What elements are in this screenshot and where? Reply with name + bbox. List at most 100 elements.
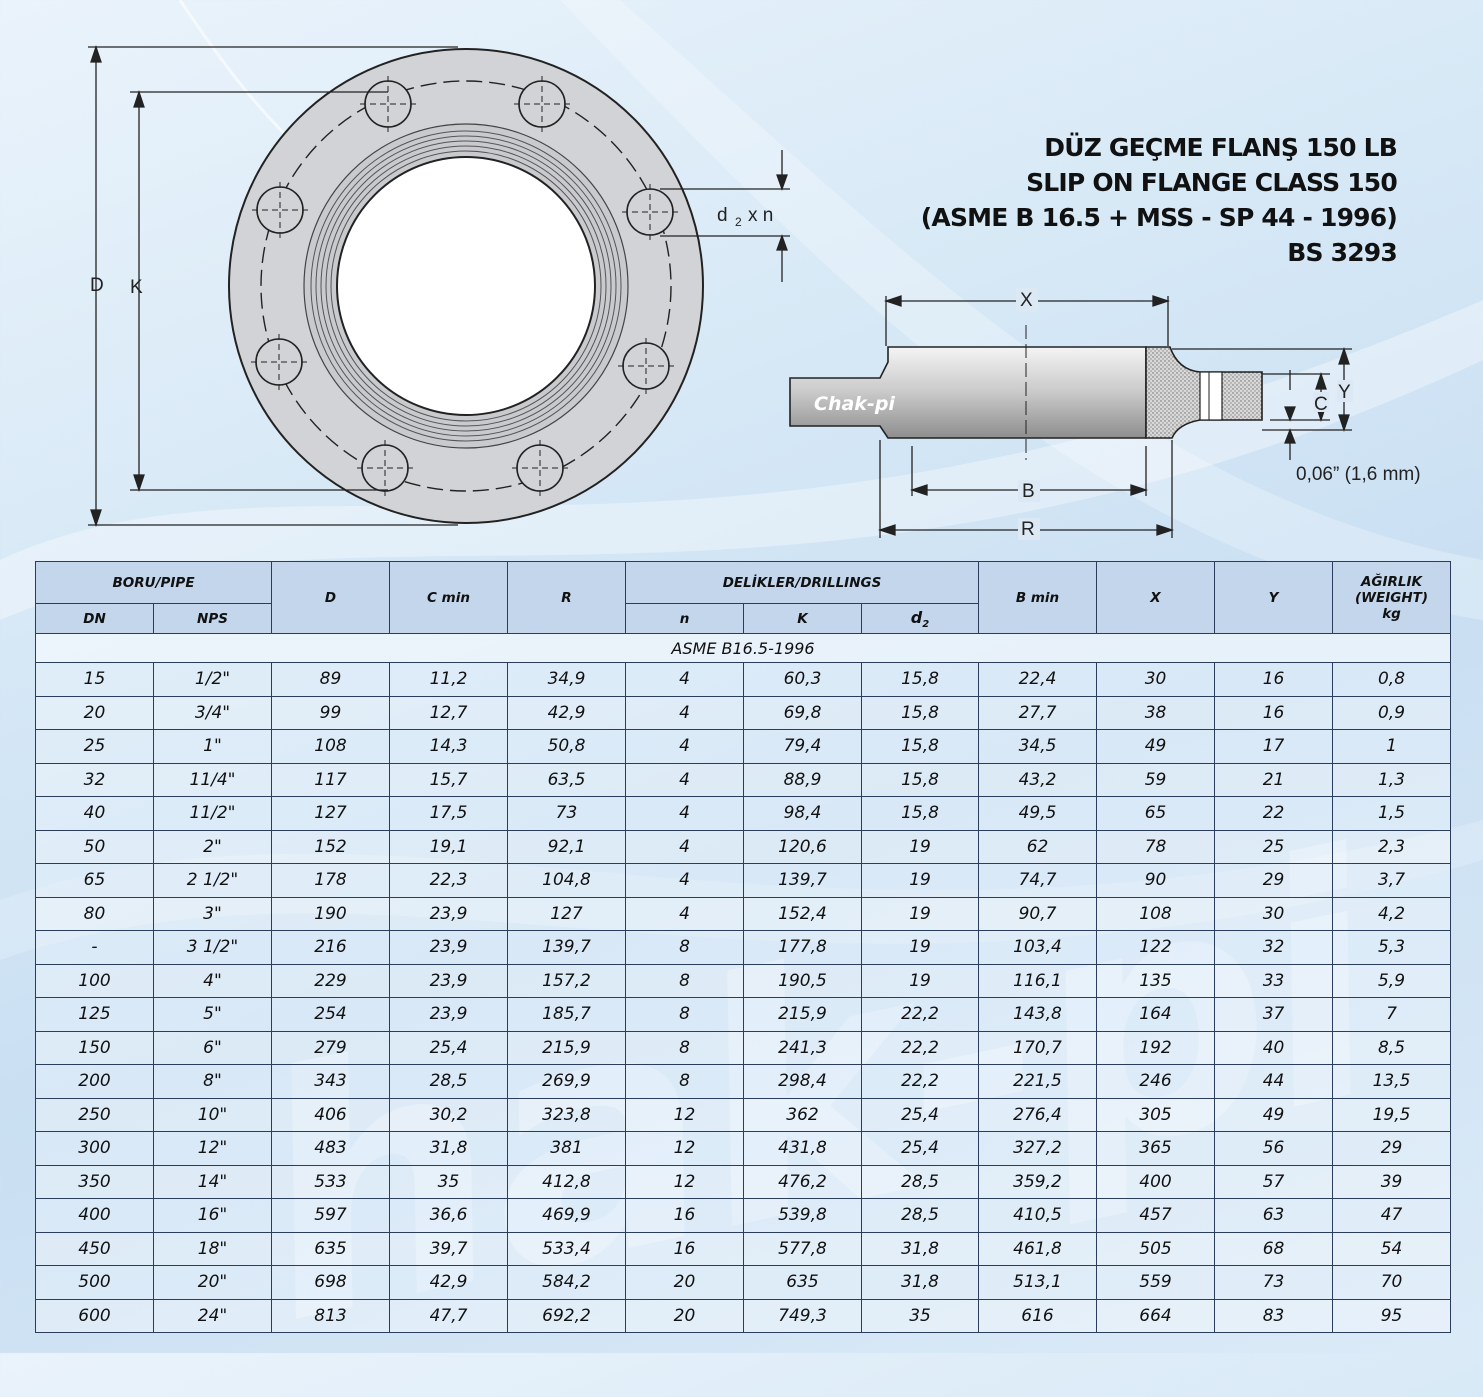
cell-D: 190 (271, 896, 390, 931)
cell-K: 215,9 (743, 997, 862, 1032)
cell-Y: 22 (1214, 796, 1334, 831)
side-view: Chak-pi (789, 288, 1421, 540)
cell-dn: 15 (35, 662, 154, 697)
cell-dn: 500 (35, 1265, 154, 1300)
cell-b-min: 221,5 (978, 1064, 1098, 1099)
cell-weight: 1 (1332, 729, 1452, 764)
cell-nps: 1" (153, 729, 272, 764)
cell-dn: 150 (35, 1030, 154, 1065)
cell-weight: 1,3 (1332, 762, 1452, 797)
header-weight-line2: (WEIGHT) (1354, 589, 1429, 606)
cell-d2: 22,2 (860, 1064, 980, 1099)
cell-c-min: 35 (389, 1164, 508, 1199)
cell-c-min: 12,7 (389, 695, 508, 730)
cell-n: 8 (625, 1030, 744, 1065)
cell-b-min: 359,2 (978, 1164, 1098, 1199)
header-K: K (743, 603, 862, 634)
cell-n: 4 (625, 829, 744, 864)
cell-K: 69,8 (743, 695, 862, 730)
cell-d2: 19 (860, 963, 980, 998)
cell-K: 152,4 (743, 896, 862, 931)
cell-n: 16 (625, 1198, 744, 1233)
section-heading: ASME B16.5-1996 (34, 633, 1452, 663)
cell-d2: 19 (860, 863, 980, 898)
cell-n: 8 (625, 1064, 744, 1099)
header-dn: DN (35, 603, 154, 634)
cell-nps: 18" (153, 1231, 272, 1266)
cell-Y: 83 (1214, 1298, 1334, 1333)
cell-nps: 24" (153, 1298, 272, 1333)
cell-b-min: 116,1 (978, 963, 1098, 998)
cell-Y: 68 (1214, 1231, 1334, 1266)
dim-label-D: D (90, 275, 104, 296)
cell-R: 412,8 (507, 1164, 626, 1199)
cell-weight: 3,7 (1332, 863, 1452, 898)
cell-weight: 95 (1332, 1298, 1452, 1333)
cell-c-min: 14,3 (389, 729, 508, 764)
cell-K: 362 (743, 1097, 862, 1132)
cell-weight: 4,2 (1332, 896, 1452, 931)
cell-b-min: 74,7 (978, 863, 1098, 898)
cell-R: 42,9 (507, 695, 626, 730)
cell-R: 269,9 (507, 1064, 626, 1099)
cell-nps: 3 1/2" (153, 930, 272, 965)
cell-Y: 37 (1214, 997, 1334, 1032)
cell-X: 122 (1096, 930, 1216, 965)
cell-nps: 8" (153, 1064, 272, 1099)
cell-D: 343 (271, 1064, 390, 1099)
cell-nps: 16" (153, 1198, 272, 1233)
cell-c-min: 17,5 (389, 796, 508, 831)
cell-D: 178 (271, 863, 390, 898)
cell-X: 505 (1096, 1231, 1216, 1266)
header-pipe: BORU/PIPE (35, 561, 272, 604)
cell-dn: 20 (35, 695, 154, 730)
cell-K: 539,8 (743, 1198, 862, 1233)
cell-d2: 19 (860, 930, 980, 965)
cell-c-min: 28,5 (389, 1064, 508, 1099)
dim-label-Y: Y (1338, 382, 1351, 403)
dim-label-R: R (1021, 519, 1035, 540)
cell-d2: 15,8 (860, 762, 980, 797)
title-line-3: (ASME B 16.5 + MSS - SP 44 - 1996) (920, 203, 1398, 232)
cell-nps: 3" (153, 896, 272, 931)
cell-R: 73 (507, 796, 626, 831)
cell-X: 400 (1096, 1164, 1216, 1199)
cell-weight: 2,3 (1332, 829, 1452, 864)
cell-d2: 22,2 (860, 1030, 980, 1065)
cell-c-min: 23,9 (389, 896, 508, 931)
cell-X: 59 (1096, 762, 1216, 797)
cell-Y: 16 (1214, 695, 1334, 730)
gasket-note: 0,06” (1,6 mm) (1296, 464, 1421, 485)
cell-R: 323,8 (507, 1097, 626, 1132)
cell-n: 8 (625, 963, 744, 998)
cell-D: 152 (271, 829, 390, 864)
flange-drawing: D K d 2 x n Chak-pi (88, 44, 1421, 540)
cell-nps: 10" (153, 1097, 272, 1132)
cell-d2: 15,8 (860, 796, 980, 831)
cell-weight: 13,5 (1332, 1064, 1452, 1099)
cell-d2: 15,8 (860, 695, 980, 730)
cell-Y: 32 (1214, 930, 1334, 965)
cell-R: 92,1 (507, 829, 626, 864)
title-line-2: SLIP ON FLANGE CLASS 150 (1026, 168, 1398, 197)
cell-b-min: 513,1 (978, 1265, 1098, 1300)
cell-d2: 28,5 (860, 1164, 980, 1199)
cell-X: 164 (1096, 997, 1216, 1032)
cell-D: 216 (271, 930, 390, 965)
cell-d2: 22,2 (860, 997, 980, 1032)
cell-d2: 25,4 (860, 1131, 980, 1166)
cell-dn: 300 (35, 1131, 154, 1166)
cell-R: 104,8 (507, 863, 626, 898)
cell-D: 533 (271, 1164, 390, 1199)
cell-b-min: 276,4 (978, 1097, 1098, 1132)
cell-D: 279 (271, 1030, 390, 1065)
cell-d2: 35 (860, 1298, 980, 1333)
cell-dn: 250 (35, 1097, 154, 1132)
cell-X: 246 (1096, 1064, 1216, 1099)
cell-X: 664 (1096, 1298, 1216, 1333)
cell-dn: 80 (35, 896, 154, 931)
